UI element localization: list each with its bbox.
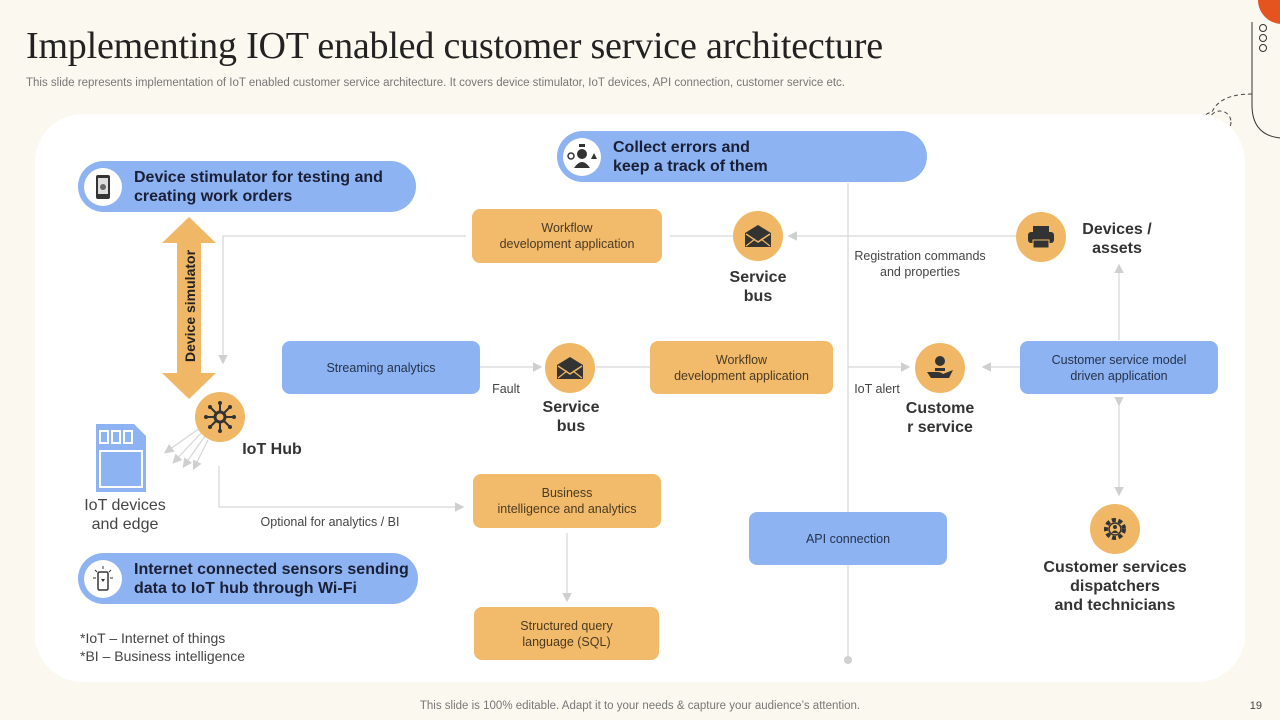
- abbreviation-notes: *IoT – Internet of things *BI – Business…: [80, 629, 245, 665]
- envelope-icon: [557, 357, 583, 379]
- fault-label: Fault: [492, 382, 520, 396]
- service-bus-mid-label: Service bus: [542, 399, 600, 435]
- orange-circle-decoration: [1258, 0, 1280, 24]
- footer-text: This slide is 100% editable. Adapt it to…: [419, 700, 861, 712]
- streaming-analytics-box[interactable]: Streaming analytics: [282, 341, 480, 394]
- dispatchers-node[interactable]: [1090, 504, 1140, 554]
- service-bus-mid-node[interactable]: [545, 343, 595, 393]
- error-tracking-person-icon: [563, 137, 601, 176]
- divider-end-dot: [844, 656, 852, 664]
- device-simulator-double-arrow: [162, 217, 216, 399]
- customer-service-label: Custome r service: [905, 400, 975, 436]
- dispatchers-label: Customer services dispatchers and techni…: [1043, 559, 1187, 614]
- decorative-ornament: [1193, 0, 1280, 148]
- iot-hub-node[interactable]: [195, 392, 245, 442]
- device-stimulator-text: Device stimulator for testing and creati…: [134, 168, 383, 205]
- wifi-phone-icon: [84, 559, 122, 598]
- customer-service-model-box[interactable]: Customer service model driven applicatio…: [1020, 341, 1218, 394]
- device-stimulator-callout: Device stimulator for testing and creati…: [78, 161, 416, 212]
- gear-person-icon: [1104, 518, 1126, 540]
- collect-errors-callout: Collect errors and keep a track of them: [557, 131, 927, 182]
- workflow-to-hub-line: [218, 235, 466, 365]
- page-subtitle: This slide represents implementation of …: [26, 77, 845, 89]
- sensors-callout: Internet connected sensors sending data …: [78, 553, 418, 604]
- note-iot: *IoT – Internet of things: [80, 630, 226, 646]
- sim-card-icon: [96, 424, 146, 492]
- iot-alert-label: IoT alert: [854, 382, 900, 396]
- customer-service-node[interactable]: [915, 343, 965, 393]
- envelope-icon: [745, 225, 771, 247]
- devices-assets-label: Devices / assets: [1082, 221, 1152, 257]
- sensors-text: Internet connected sensors sending data …: [134, 560, 409, 597]
- sql-box[interactable]: Structured query language (SQL): [474, 607, 659, 660]
- device-simulator-label: Device simulator: [182, 249, 198, 363]
- note-bi: *BI – Business intelligence: [80, 648, 245, 664]
- iot-devices-label: IoT devices and edge: [84, 497, 166, 533]
- service-bus-top-node[interactable]: [733, 211, 783, 261]
- printer-icon: [1028, 226, 1054, 248]
- collect-errors-text: Collect errors and keep a track of them: [613, 138, 768, 175]
- registration-commands-label: Registration commands and properties: [854, 249, 986, 279]
- optional-analytics-label: Optional for analytics / BI: [260, 515, 400, 529]
- devices-assets-node[interactable]: [1016, 212, 1066, 262]
- workflow-development-box-top[interactable]: Workflow development application: [472, 209, 662, 263]
- service-bus-top-label: Service bus: [729, 269, 787, 305]
- business-intelligence-box[interactable]: Business intelligence and analytics: [473, 474, 661, 528]
- hub-network-icon: [204, 401, 236, 433]
- hub-to-bi-line: [218, 466, 465, 512]
- api-connection-box[interactable]: API connection: [749, 512, 947, 565]
- page-number: 19: [1249, 700, 1262, 712]
- iot-hub-label: IoT Hub: [242, 441, 302, 458]
- hand-person-icon: [927, 356, 953, 378]
- workflow-development-box-mid[interactable]: Workflow development application: [650, 341, 833, 394]
- mobile-phone-icon: [84, 167, 122, 206]
- page-title: Implementing IOT enabled customer servic…: [26, 25, 883, 67]
